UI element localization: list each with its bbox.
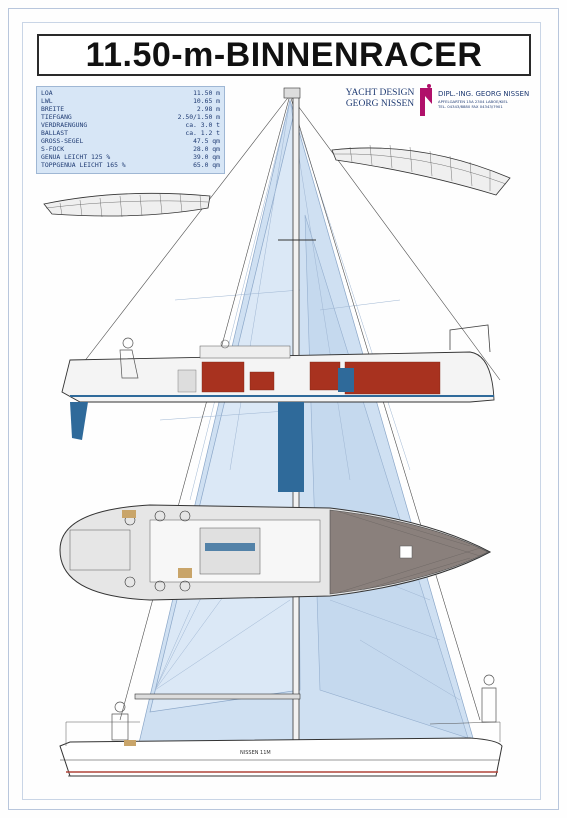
logo-line1: YACHT DESIGN [345, 88, 415, 98]
spec-row: S-FOCK 28.0 qm [41, 145, 220, 153]
rigging [69, 94, 501, 721]
spec-label: TOPPGENUA LEICHT 165 % [41, 161, 126, 169]
spec-row: LOA 11.50 m [41, 89, 220, 97]
spec-label: GENUA LEICHT 125 % [41, 153, 111, 161]
spec-value: 28.0 qm [193, 145, 220, 153]
hull-lines-perspective-right [331, 144, 511, 196]
deck-plan [59, 504, 492, 601]
spec-value: 65.0 qm [193, 161, 220, 169]
spec-label: LOA [41, 89, 53, 97]
hull-name-label: NISSEN 11M [240, 750, 271, 756]
spec-row: TIEFGANG 2.50/1.50 m [41, 113, 220, 121]
spec-value: 39.0 qm [193, 153, 220, 161]
logo-line2: GEORG NISSEN [345, 99, 415, 109]
logo-text: YACHT DESIGN GEORG NISSEN [344, 88, 416, 110]
spec-table: LOA 11.50 m LWL 10.65 m BREITE 2.98 m TIEFG… [36, 86, 225, 174]
spec-label: TIEFGANG [41, 113, 72, 121]
spec-row: BREITE 2.98 m [41, 105, 220, 113]
hull-lines-perspective-left [43, 192, 211, 218]
inner-frame [22, 22, 541, 800]
spec-value: 2.98 m [196, 105, 220, 113]
page-title: 11.50-m-BINNENRACER [85, 35, 483, 74]
spec-value: ca. 3.0 t [185, 121, 220, 129]
spec-value: 47.5 qm [193, 137, 220, 145]
outer-frame [8, 8, 559, 810]
spec-label: VERDRAENGUNG [41, 121, 88, 129]
interior-furniture [201, 361, 441, 395]
designer-logo: YACHT DESIGN GEORG NISSEN DIPL.-ING. GEO… [344, 84, 532, 120]
spec-label: GROSS-SEGEL [41, 137, 84, 145]
spec-label: BALLAST [41, 129, 68, 137]
rudder [70, 402, 88, 440]
logo-mark-icon [420, 84, 432, 116]
masthead [283, 87, 301, 99]
title-box: 11.50-m-BINNENRACER [37, 34, 531, 76]
spec-label: BREITE [41, 105, 65, 113]
spec-value: ca. 1.2 t [185, 129, 220, 137]
spec-value: 10.65 m [193, 97, 220, 105]
logo-address: DIPL.-ING. GEORG NISSEN APFELGARTEN 15A … [438, 90, 534, 109]
spec-row: GROSS-SEGEL 47.5 qm [41, 137, 220, 145]
spec-label: S-FOCK [41, 145, 65, 153]
spec-row: TOPPGENUA LEICHT 165 % 65.0 qm [41, 161, 220, 169]
profile-section [61, 324, 495, 492]
spec-label: LWL [41, 97, 53, 105]
logo-address-line1: DIPL.-ING. GEORG NISSEN [438, 90, 530, 98]
spec-row: BALLAST ca. 1.2 t [41, 129, 220, 137]
spec-value: 11.50 m [193, 89, 220, 97]
spec-value: 2.50/1.50 m [177, 113, 220, 121]
spec-row: VERDRAENGUNG ca. 3.0 t [41, 121, 220, 129]
logo-address-line2: APFELGARTEN 15A 2304 LABOE/KIEL [438, 99, 508, 104]
spec-row: GENUA LEICHT 125 % 39.0 qm [41, 153, 220, 161]
side-profile: NISSEN 11M [59, 674, 503, 777]
keel [278, 402, 304, 492]
jib-sail [304, 214, 469, 739]
logo-address-line3: TEL. 04343/8880 FAX 04343/7901 [438, 104, 503, 109]
boom [134, 693, 301, 700]
spec-row: LWL 10.65 m [41, 97, 220, 105]
